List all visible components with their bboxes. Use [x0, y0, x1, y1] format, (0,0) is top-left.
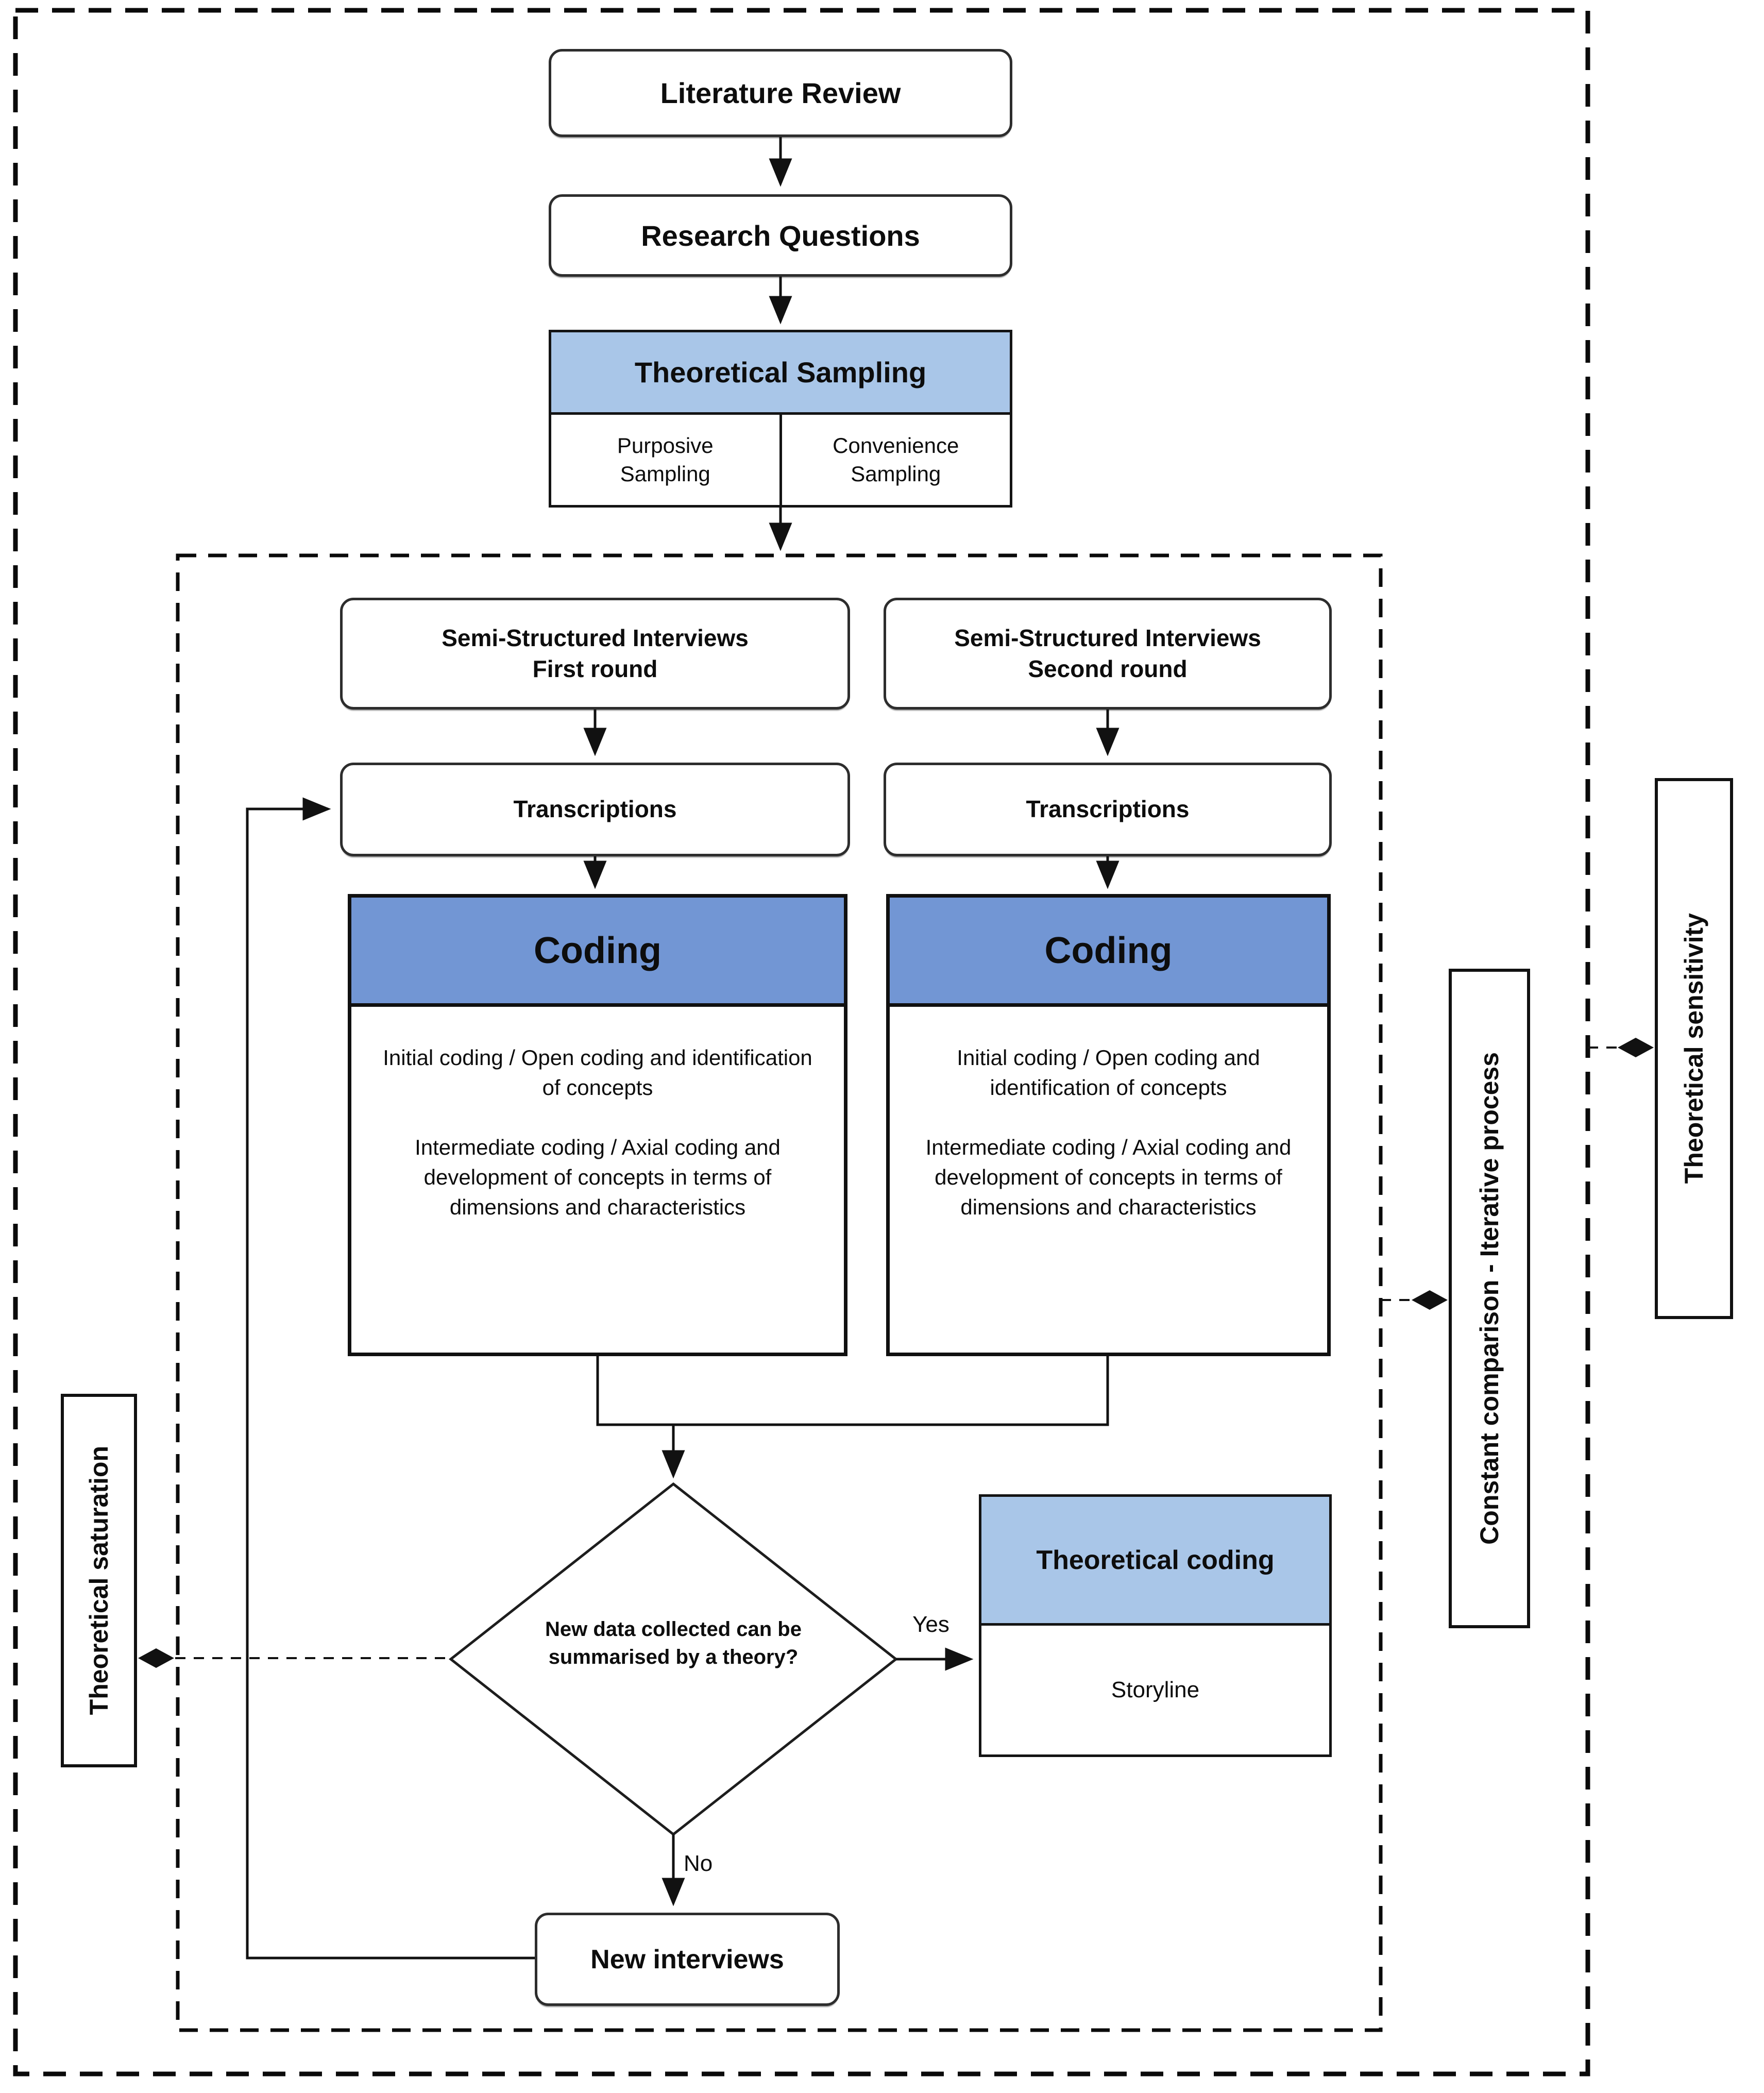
coding1-paragraph-intermediate: Intermediate coding / Axial coding and d…: [415, 1135, 781, 1219]
coding-first-node: Coding Initial coding / Open coding and …: [348, 894, 847, 1356]
convenience-sampling-cell: Convenience Sampling: [779, 415, 1010, 505]
decision-question-line2: summarised by a theory?: [548, 1646, 799, 1668]
purposive-sampling-cell: Purposive Sampling: [551, 415, 779, 505]
transcriptions2-label: Transcriptions: [1026, 796, 1190, 823]
convenience-sampling-label: Convenience Sampling: [833, 433, 959, 486]
constant-comparison-diamond-arrow: [1412, 1290, 1448, 1310]
new-interviews-node: New interviews: [535, 1913, 840, 2006]
decision-question-line1: New data collected can be: [545, 1618, 802, 1641]
theoretical-sensitivity-label: Theoretical sensitivity: [1680, 913, 1708, 1184]
theoretical-sensitivity-node: Theoretical sensitivity: [1655, 778, 1733, 1319]
yes-branch-label: Yes: [912, 1612, 949, 1637]
coding1-title: Coding: [534, 930, 662, 971]
theoretical-sampling-label: Theoretical Sampling: [634, 356, 927, 389]
theoretical-saturation-label: Theoretical saturation: [84, 1446, 113, 1715]
new-interviews-label: New interviews: [590, 1944, 784, 1974]
interviews1-line1: Semi-Structured Interviews: [442, 624, 749, 651]
literature-review-label: Literature Review: [660, 77, 901, 109]
research-questions-label: Research Questions: [641, 219, 920, 252]
interviews2-line1: Semi-Structured Interviews: [954, 624, 1261, 651]
research-questions-node: Research Questions: [549, 194, 1012, 277]
theoretical-sampling-header: Theoretical Sampling: [551, 332, 1010, 415]
transcriptions-first-node: Transcriptions: [340, 763, 850, 856]
theoretical-sampling-node: Theoretical Sampling Purposive Sampling …: [549, 330, 1012, 508]
transcriptions-second-node: Transcriptions: [884, 763, 1332, 856]
coding2-paragraph-initial: Initial coding / Open coding and identif…: [957, 1045, 1260, 1100]
saturation-diamond-arrow: [138, 1648, 174, 1668]
coding1-body: Initial coding / Open coding and identif…: [351, 1007, 844, 1353]
interviews-second-round-node: Semi-Structured Interviews Second round: [884, 598, 1332, 710]
coding1-paragraph-initial: Initial coding / Open coding and identif…: [383, 1045, 812, 1100]
theoretical-saturation-node: Theoretical saturation: [61, 1394, 137, 1767]
transcriptions1-label: Transcriptions: [513, 796, 677, 823]
merge-connector: [596, 1356, 1109, 1426]
interviews-first-round-node: Semi-Structured Interviews First round: [340, 598, 850, 710]
no-branch-label: No: [684, 1851, 713, 1876]
storyline-label: Storyline: [1111, 1677, 1200, 1702]
interviews1-line2: First round: [532, 655, 658, 682]
coding1-header: Coding: [351, 898, 844, 1007]
theoretical-coding-label: Theoretical coding: [1036, 1545, 1275, 1575]
decision-question: New data collected can be summarised by …: [493, 1615, 854, 1671]
sensitivity-diamond-arrow: [1618, 1038, 1654, 1057]
coding2-header: Coding: [890, 898, 1327, 1007]
coding-second-node: Coding Initial coding / Open coding and …: [886, 894, 1331, 1356]
theoretical-coding-header: Theoretical coding: [981, 1497, 1329, 1626]
interviews2-line2: Second round: [1028, 655, 1188, 682]
literature-review-node: Literature Review: [549, 49, 1012, 137]
constant-comparison-label: Constant comparison - Iterative process: [1475, 1052, 1504, 1545]
sampling-methods-row: Purposive Sampling Convenience Sampling: [551, 415, 1010, 505]
storyline-cell: Storyline: [981, 1626, 1329, 1754]
coding2-paragraph-intermediate: Intermediate coding / Axial coding and d…: [925, 1135, 1292, 1219]
purposive-sampling-label: Purposive Sampling: [617, 433, 714, 486]
coding2-title: Coding: [1044, 930, 1173, 971]
constant-comparison-node: Constant comparison - Iterative process: [1449, 969, 1530, 1628]
coding2-body: Initial coding / Open coding and identif…: [890, 1007, 1327, 1353]
theoretical-coding-node: Theoretical coding Storyline: [979, 1494, 1332, 1757]
